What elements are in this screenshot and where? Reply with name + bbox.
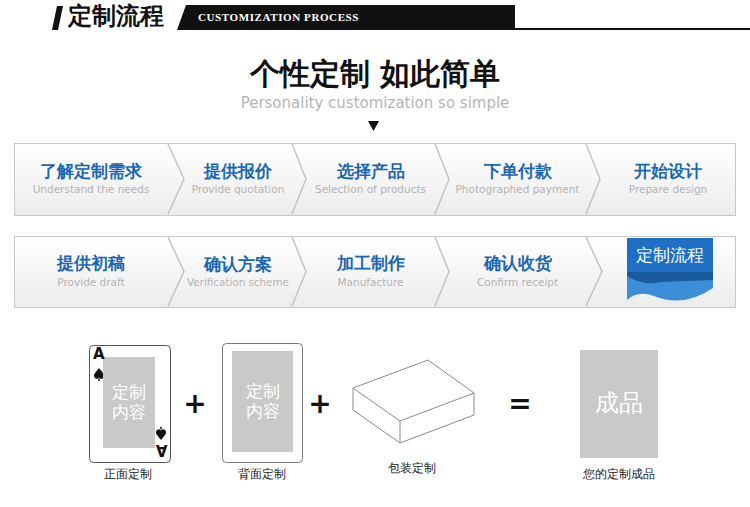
ribbon-tail [627,272,713,301]
step-title: 确认方案 [204,254,272,274]
content-block: 成品 [580,350,658,458]
step-subtitle: Photographed payment [456,183,580,197]
process-step: 下单付款 Photographed payment [449,143,586,215]
step-subtitle: Provide draft [57,276,124,290]
step-subtitle: Prepare design [629,183,708,197]
card-front [90,346,171,463]
content-block: 定制内容 [232,351,293,452]
block-text: 定制流程 [627,238,713,272]
step-title: 开始设计 [634,161,702,181]
step-subtitle: Understand the needs [33,183,150,197]
process-step: 提供初稿 Provide draft [14,236,168,307]
chevron-arrow [435,144,449,214]
ribbon-face [627,238,713,272]
step-title: 提供初稿 [57,253,125,273]
ribbon-badge: 定制流程 [602,236,736,307]
ribbon-fold [627,272,713,283]
equals-sign: = [508,389,531,420]
header-title: 定制流程 [68,3,164,29]
chevron-arrow [586,237,602,306]
subtitle: Personality customization so simple [241,95,510,112]
step-title: 下单付款 [484,161,552,181]
process-step: 了解定制需求 Understand the needs [14,143,168,215]
caption: 您的定制成品 [583,468,655,481]
step-subtitle: Manufacture [337,276,403,290]
step-subtitle: Verification scheme [187,276,289,289]
header-bar [177,5,515,30]
process-step: 确认收货 Confirm receipt [449,236,586,307]
header-rule [515,28,750,30]
step-title: 加工制作 [337,253,405,273]
chevron-arrow [435,237,449,306]
block-text: 成品 [595,390,643,418]
process-step: 加工制作 Manufacture [306,236,435,307]
card-index: A [156,441,168,458]
page-title: 个性定制 如此简单 [250,54,500,95]
step-subtitle: Confirm receipt [477,276,558,290]
spade-symbol [156,427,166,440]
process-step: 选择产品 Selection of products [306,143,435,215]
package-box [353,360,474,443]
content-block: 定制内容 [103,357,155,448]
step-title: 提供报价 [204,161,272,181]
header-mark [52,6,63,30]
caption: 背面定制 [238,468,286,481]
process-step: 提供报价 Provide quotation [184,143,292,215]
step-subtitle: Selection of products [315,183,426,197]
process-step: 确认方案 Verification scheme [184,236,292,307]
header-subtitle: CUSTOMIZATION PROCESS [198,11,359,23]
chevron-arrow [168,144,184,214]
block-text: 定制内容 [111,383,148,422]
caption: 正面定制 [104,468,152,481]
chevron-arrow [586,144,600,214]
chevron-arrow [292,144,306,214]
step-title: 选择产品 [337,161,405,181]
card-index: A [93,346,105,363]
caption: 包装定制 [388,462,436,475]
step-subtitle: Provide quotation [192,183,285,197]
card-back [223,344,303,463]
block-text: 定制内容 [244,382,281,421]
step-row [15,237,736,308]
step-title: 确认收货 [484,253,552,273]
plus-sign: + [183,389,206,420]
step-row [15,144,736,216]
chevron-arrow [168,237,184,306]
chevron-arrow [292,237,306,306]
process-step: 开始设计 Prepare design [600,143,736,215]
down-triangle [368,121,379,131]
step-title: 了解定制需求 [40,161,142,181]
plus-sign: + [308,389,331,420]
